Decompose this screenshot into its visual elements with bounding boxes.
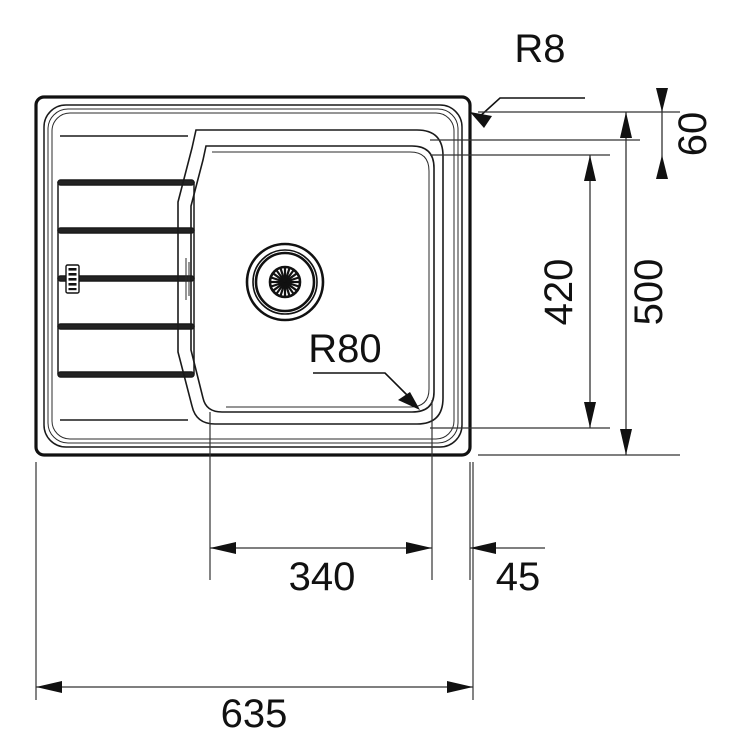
- dim-340-arrow-left: [210, 542, 236, 554]
- drainboard-grooves: [57, 135, 195, 421]
- dim-420-arrow-bottom: [584, 402, 596, 428]
- groove-2: [57, 227, 195, 234]
- dim-420-arrow-top: [584, 155, 596, 181]
- dim-500-arrow-top: [620, 112, 632, 138]
- sink-rim-inner: [43, 104, 463, 448]
- dimension-60: 60: [656, 88, 715, 179]
- dim-635-arrow-right: [447, 681, 473, 693]
- dim-635-label: 635: [221, 692, 288, 736]
- dim-340-arrow-right: [406, 542, 432, 554]
- dim-635-arrow-left: [36, 681, 62, 693]
- annotation-r80: R80: [308, 327, 420, 410]
- groove-5: [57, 371, 195, 378]
- annotation-r8: R8: [470, 27, 585, 128]
- dim-60-label: 60: [671, 112, 715, 157]
- r8-leader-line: [477, 97, 585, 119]
- sink-rim-hairline-2: [51, 112, 455, 440]
- extension-lines-right: [430, 111, 680, 456]
- drain-mid-ring: [252, 249, 318, 315]
- bowl-outer-wall: [177, 129, 444, 425]
- dim-60-arrow-top: [656, 88, 668, 112]
- brand-badge: [65, 264, 80, 294]
- dimension-635: 635: [36, 681, 473, 736]
- bowl-seam-marks: [185, 258, 190, 300]
- dim-420-label: 420: [537, 259, 581, 326]
- r80-leader-line: [313, 372, 413, 401]
- drain-strainer: [245, 242, 325, 322]
- dim-500-arrow-bottom: [620, 429, 632, 455]
- drain-outer-ring: [245, 242, 325, 322]
- r80-arrow-head: [398, 392, 420, 410]
- groove-4: [57, 323, 195, 330]
- dim-60-arrow-bottom: [656, 155, 668, 179]
- dimension-340: 340: [210, 542, 432, 599]
- sink-rim-hairline: [47, 108, 459, 444]
- dim-340-label: 340: [289, 555, 356, 599]
- dimension-500: 500: [620, 112, 671, 455]
- dim-45-label: 45: [496, 555, 541, 599]
- dim-45-arrow-left: [470, 542, 496, 554]
- r8-arrow-head: [470, 112, 492, 128]
- dim-500-label: 500: [627, 259, 671, 326]
- dimension-45: 45: [470, 542, 545, 599]
- r8-label: R8: [514, 27, 565, 71]
- bowl-inner-basin: [190, 145, 435, 413]
- dimension-420: 420: [537, 155, 596, 428]
- r80-label: R80: [308, 327, 381, 371]
- drain-slot-ring-outer: [254, 251, 316, 313]
- extension-lines-bottom: [35, 400, 474, 700]
- drain-slots: [270, 267, 300, 297]
- groove-1: [57, 179, 195, 186]
